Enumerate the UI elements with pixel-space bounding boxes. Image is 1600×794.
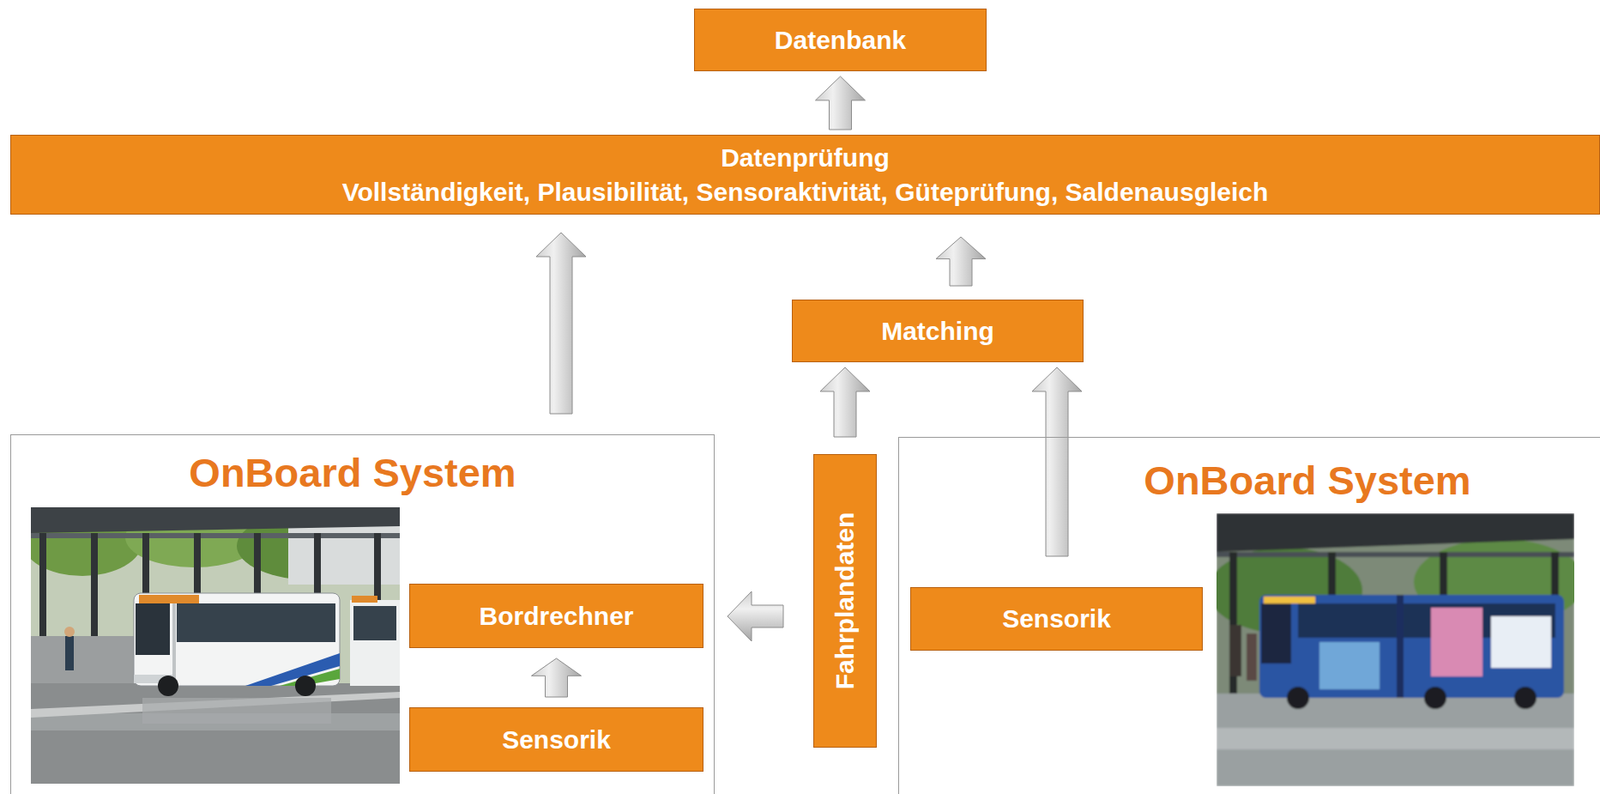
flow-arrow (536, 232, 586, 414)
flow-arrow (815, 76, 866, 130)
photo-wet-ground (1216, 727, 1575, 749)
onboard-panel: OnBoard SystemBordrechnerSensorik (10, 434, 715, 794)
box-label: Matching (881, 315, 995, 347)
bus-display (1263, 596, 1316, 604)
computer-box: Bordrechner (409, 583, 704, 648)
panel-title: OnBoard System (188, 449, 516, 496)
bus-advert (1319, 641, 1380, 689)
flow-arrow (935, 236, 986, 286)
photo-person (1246, 633, 1257, 681)
photo-person (65, 635, 74, 671)
photo-canopy (1216, 513, 1575, 552)
bus-wheel (295, 675, 316, 696)
onboard-panel: OnBoard SystemSensorik (898, 436, 1600, 794)
bus-reflection (142, 697, 332, 724)
box-label: Datenbank (774, 24, 906, 56)
photo-group (1216, 513, 1575, 786)
photo-person (1229, 624, 1242, 677)
box-label: Bordrechner (478, 600, 634, 632)
process-box: Matching (791, 299, 1084, 363)
bus-body (1259, 594, 1564, 698)
bus-windshield (1261, 603, 1292, 664)
box-label: Sensorik (1002, 603, 1111, 634)
bus-second-display (351, 595, 378, 603)
flow-arrow (1032, 367, 1082, 556)
bus-wheel (1424, 686, 1447, 709)
panel-title: OnBoard System (1143, 457, 1471, 504)
bus-body (133, 592, 340, 686)
check-band: DatenprüfungVollständigkeit, Plausibilit… (10, 134, 1600, 215)
bus-joint (1396, 594, 1404, 698)
photo-canopy (30, 507, 400, 533)
bus-windshield (135, 603, 170, 655)
bus-wheel (1286, 686, 1310, 709)
bus-windows (176, 603, 336, 642)
bus-second-window (353, 605, 397, 640)
bus-advert (1430, 607, 1483, 677)
bus-display (138, 594, 200, 604)
bus-wheel (1514, 686, 1537, 709)
photo-canopy-edge (30, 532, 400, 538)
flow-arrow (727, 591, 784, 641)
bus-wheel (157, 675, 179, 696)
box-label: Datenprüfung (720, 142, 890, 174)
box-label: Fahrplandaten (829, 512, 861, 690)
flow-arrow (531, 658, 582, 697)
sensor-box: Sensorik (409, 706, 704, 772)
photo-sky (1216, 513, 1575, 786)
bus-photo (30, 507, 400, 784)
sensor-box: Sensorik (910, 586, 1203, 651)
timetable-box: Fahrplandaten (813, 453, 877, 748)
flow-arrow (820, 367, 870, 437)
photo-ground (30, 682, 400, 784)
box-label: Sensorik (501, 724, 611, 755)
database-box: Datenbank (694, 8, 987, 72)
bus-photo (1216, 513, 1575, 786)
bus-advert (1491, 615, 1552, 668)
photo-platform (30, 635, 134, 688)
photo-canopy-edge (1216, 551, 1575, 557)
band-detail: Vollständigkeit, Plausibilität, Sensorak… (342, 176, 1269, 208)
bus-second (350, 599, 400, 686)
photo-person-head (64, 626, 75, 637)
bus-stripe (245, 652, 340, 686)
bus-door (172, 603, 176, 684)
